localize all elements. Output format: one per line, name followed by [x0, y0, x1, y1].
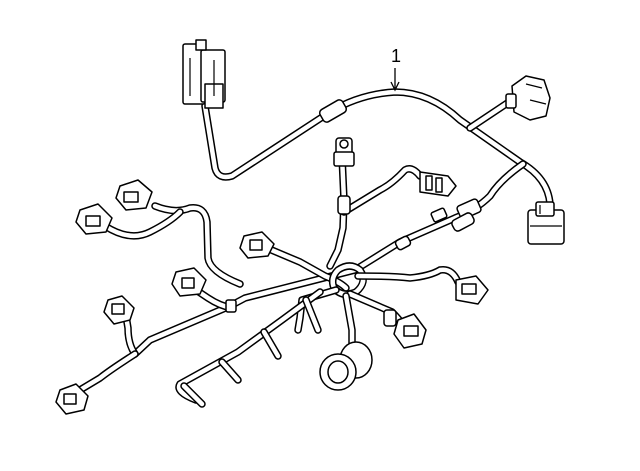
connector-lower-left-a	[171, 267, 207, 297]
connector-right-lower	[455, 275, 489, 305]
wire-core	[102, 209, 183, 239]
wire-core	[330, 263, 366, 297]
connector-upper-left-a	[115, 179, 153, 211]
wire-core	[341, 166, 423, 215]
wire-core	[152, 203, 243, 287]
callout-1: 1	[390, 46, 401, 92]
connector-bottom-left	[55, 383, 89, 415]
callout-label: 1	[391, 46, 401, 66]
wire-core	[327, 153, 347, 269]
wire-outline	[131, 160, 527, 358]
connector-upper-left-b	[75, 203, 113, 235]
connector-right-socket	[527, 201, 565, 245]
connector-middle-left	[239, 231, 275, 259]
connector-right-bottom	[383, 309, 427, 349]
wire-routes	[76, 88, 554, 404]
connector-center-top	[333, 137, 355, 167]
wire-core	[202, 89, 553, 207]
connector-lower-left-b	[103, 295, 135, 325]
wire-core	[355, 267, 461, 285]
callout-arrowhead	[390, 81, 400, 92]
round-sensor	[319, 341, 373, 391]
wire-core	[132, 161, 526, 357]
connector-right-upper	[419, 171, 457, 197]
comb-branches	[180, 296, 322, 408]
connector-top-right	[505, 75, 551, 121]
connector-top-left	[182, 39, 226, 109]
wire-core	[77, 351, 138, 393]
harness-sleeves	[225, 99, 475, 313]
wire-core	[176, 289, 323, 403]
